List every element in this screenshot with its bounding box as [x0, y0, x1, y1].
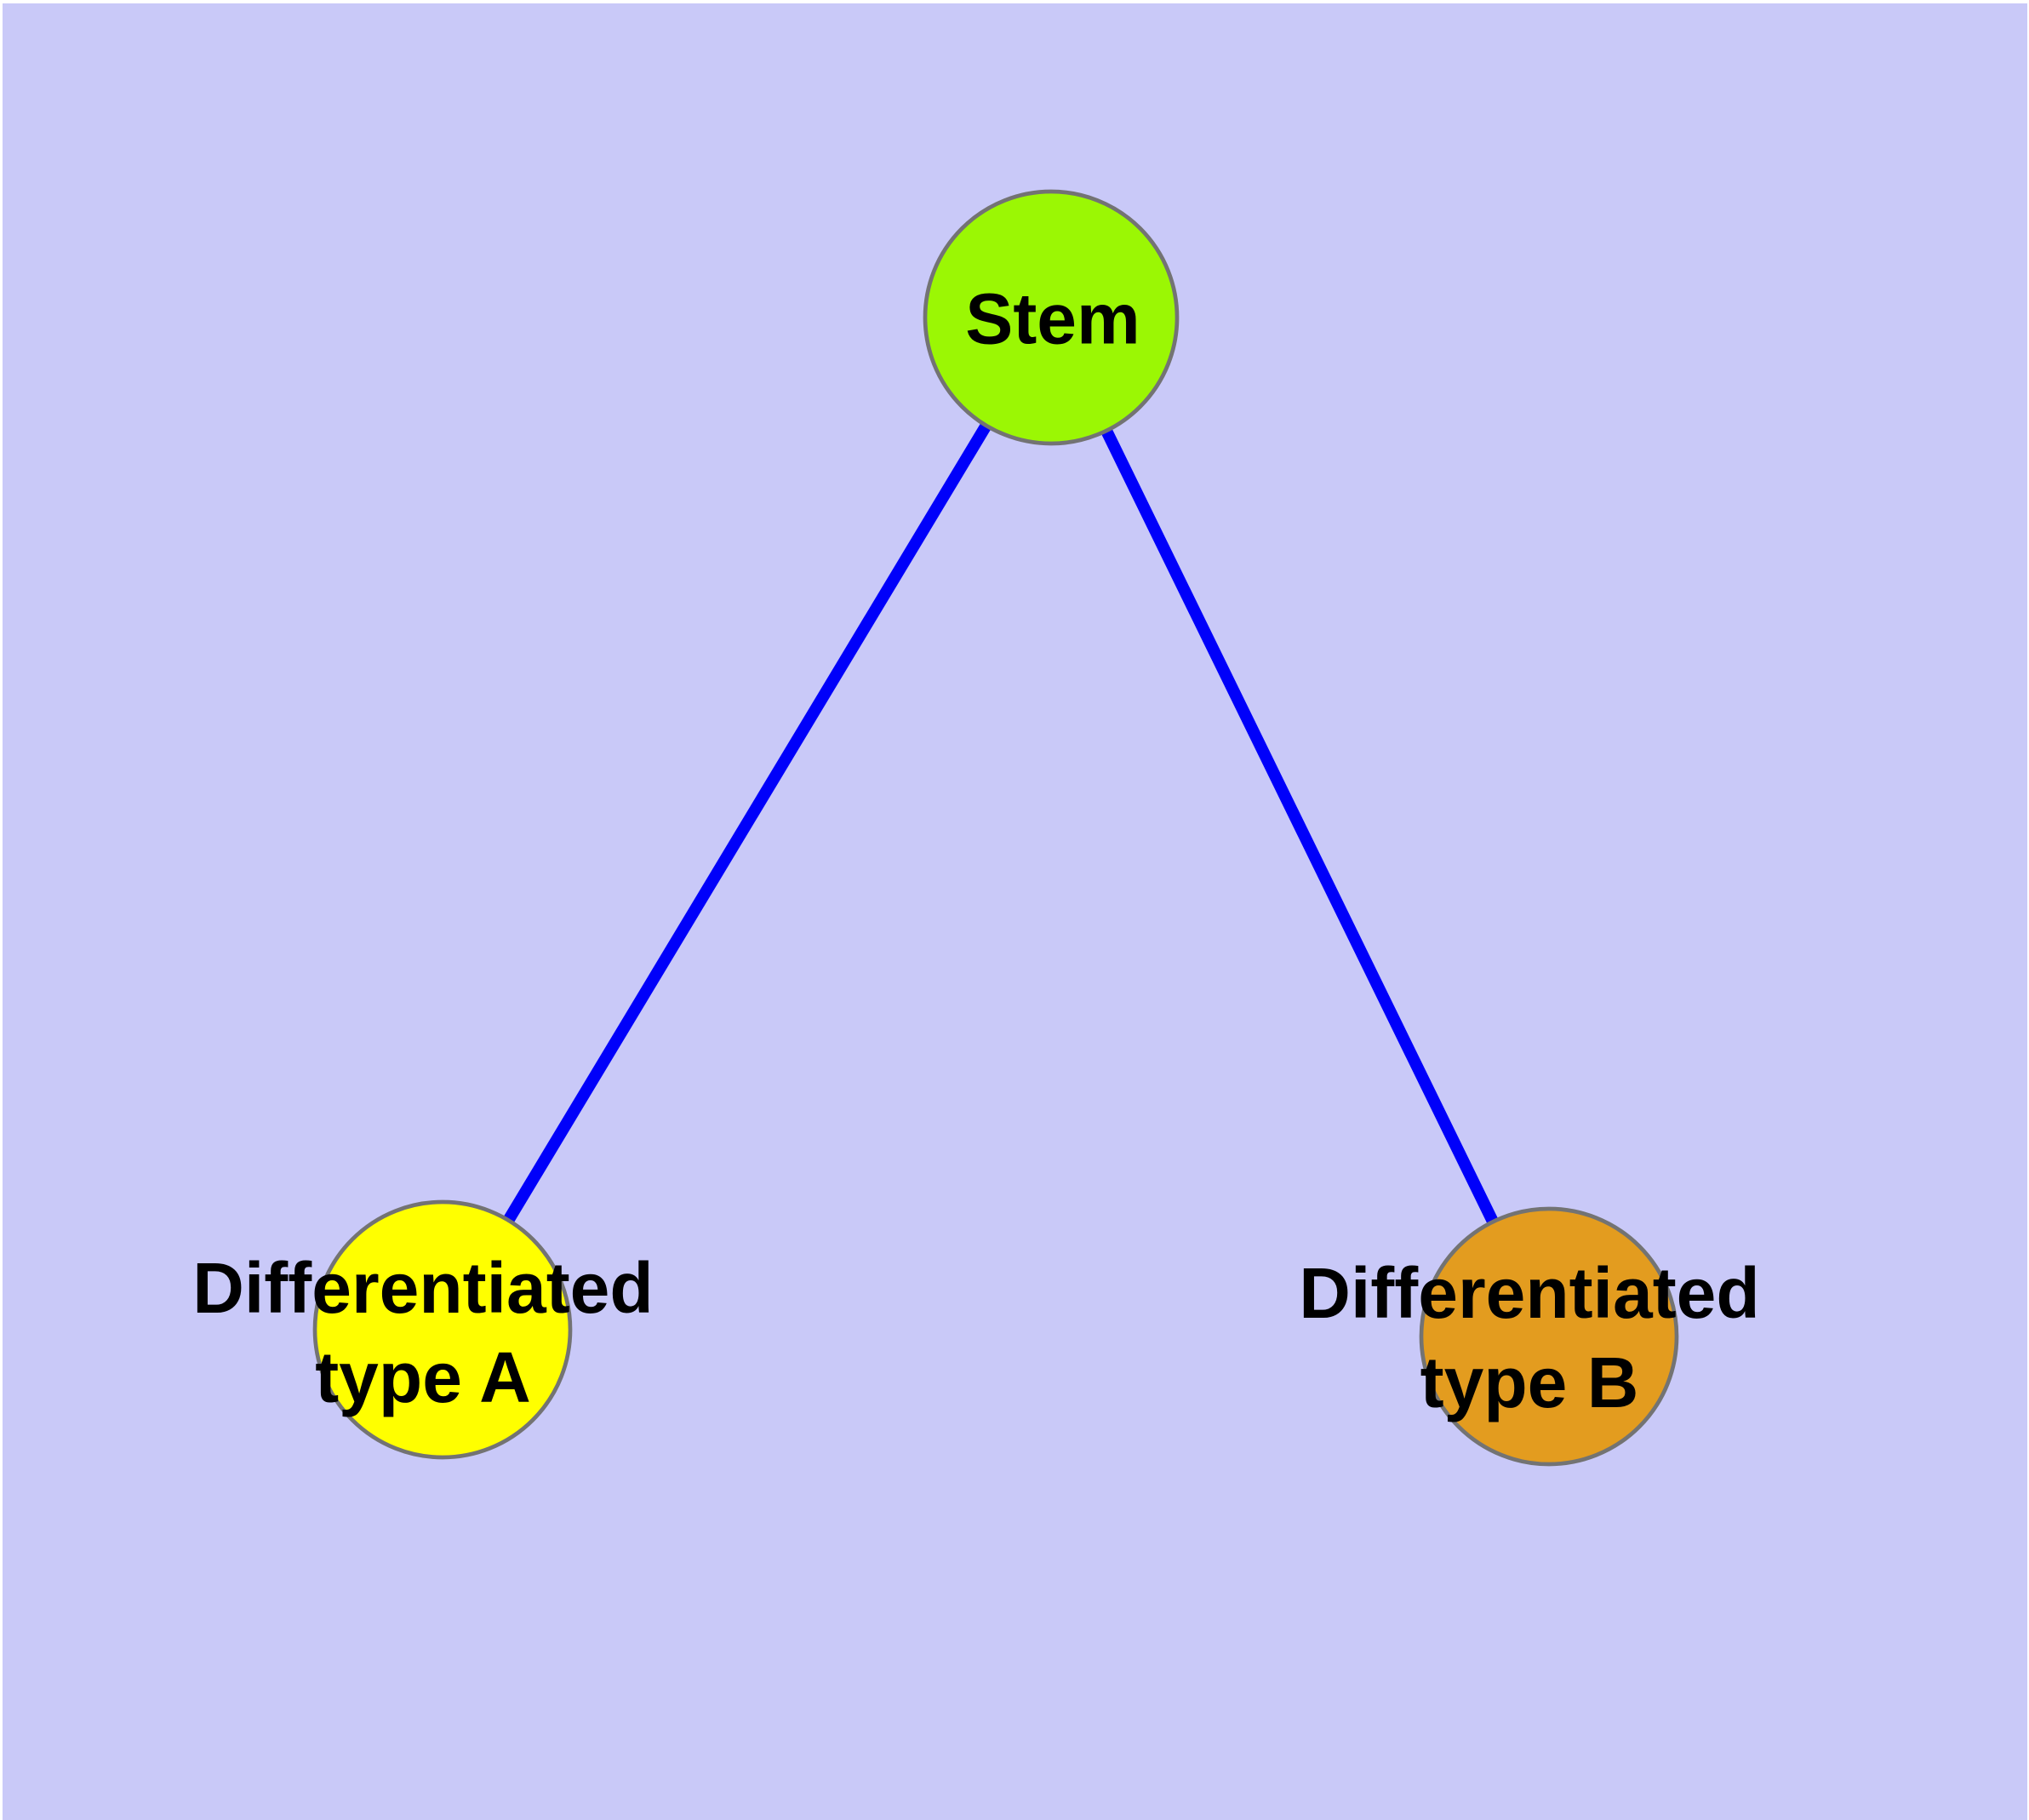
edge-stem-to-differentiated-type-a	[437, 314, 1056, 1333]
edge-stem-to-differentiated-type-b	[1045, 314, 1555, 1340]
node-circle-differentiated-type-a	[312, 1199, 573, 1460]
node-circle-differentiated-type-b	[1419, 1206, 1679, 1467]
node-circle-stem	[923, 189, 1180, 446]
